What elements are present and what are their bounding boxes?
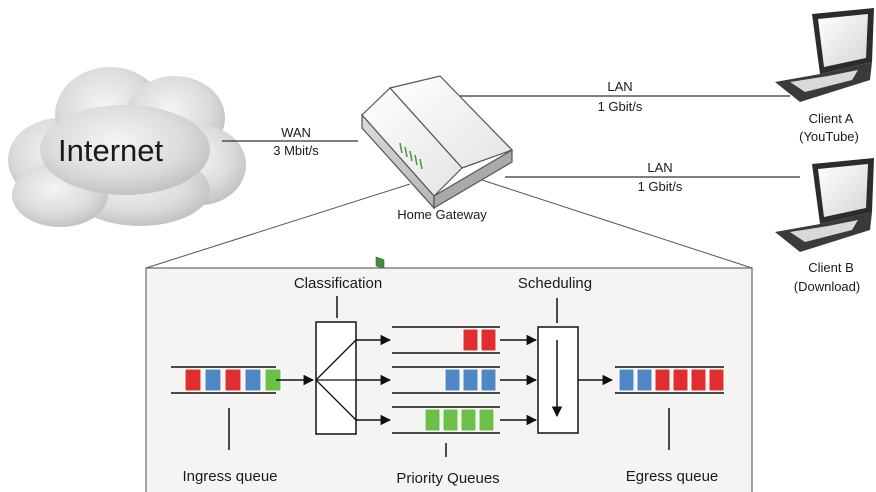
internet-cloud-icon bbox=[8, 67, 246, 227]
egress-queue-packet-red bbox=[672, 368, 689, 392]
client-b-laptop-icon bbox=[775, 158, 874, 252]
zoom-line-right bbox=[481, 179, 753, 269]
priority-queue-mid bbox=[392, 366, 500, 394]
classification-label: Classification bbox=[293, 275, 383, 292]
priority-queue-high-packet-red bbox=[480, 328, 497, 352]
egress-queue-label: Egress queue bbox=[625, 468, 719, 485]
client-a-role: (YouTube) bbox=[799, 129, 859, 144]
ingress-queue-packet-red bbox=[184, 368, 202, 392]
lan-link-a-name: LAN bbox=[607, 79, 633, 94]
priority-queue-mid-packet-blue bbox=[462, 368, 479, 392]
wan-link-name: WAN bbox=[281, 125, 311, 140]
internet-label: Internet bbox=[58, 133, 164, 168]
wan-link-speed: 3 Mbit/s bbox=[273, 143, 319, 158]
egress-queue bbox=[615, 366, 725, 450]
egress-queue-packet-red bbox=[690, 368, 707, 392]
lan-link-a-speed: 1 Gbit/s bbox=[597, 99, 643, 114]
priority-queue-low-packet-green bbox=[442, 408, 459, 432]
client-a-laptop-icon bbox=[775, 8, 874, 102]
priority-queue-mid-packet-blue bbox=[444, 368, 461, 392]
priority-queue-low-packet-green bbox=[478, 408, 495, 432]
ingress-queue-packet-red bbox=[224, 368, 242, 392]
lan-link-b-name: LAN bbox=[647, 160, 673, 175]
priority-queue-high bbox=[392, 326, 500, 354]
client-a-name: Client A bbox=[808, 111, 854, 126]
zoom-line-left bbox=[145, 183, 411, 269]
egress-queue-packet-blue bbox=[618, 368, 635, 392]
client-b-role: (Download) bbox=[793, 279, 861, 294]
priority-queues-label: Priority Queues bbox=[396, 470, 500, 487]
scheduling-label: Scheduling bbox=[517, 275, 593, 292]
priority-queue-low-packet-green bbox=[424, 408, 441, 432]
egress-queue-packet-red bbox=[654, 368, 671, 392]
ingress-queue-packet-blue bbox=[204, 368, 222, 392]
ingress-queue-label: Ingress queue bbox=[182, 468, 278, 485]
egress-queue-packet-blue bbox=[636, 368, 653, 392]
priority-queue-low-packet-green bbox=[460, 408, 477, 432]
egress-queue-packet-red bbox=[708, 368, 725, 392]
ingress-queue-packet-blue bbox=[244, 368, 262, 392]
home-gateway-icon bbox=[361, 75, 514, 270]
priority-queue-high-packet-red bbox=[462, 328, 479, 352]
priority-queue-mid-packet-blue bbox=[480, 368, 497, 392]
home-gateway-label: Home Gateway bbox=[397, 207, 487, 222]
ingress-queue bbox=[171, 366, 315, 450]
lan-link-b-speed: 1 Gbit/s bbox=[637, 179, 683, 194]
classifier-block bbox=[315, 296, 357, 435]
priority-queue-low bbox=[392, 406, 500, 434]
client-b-name: Client B bbox=[808, 260, 854, 275]
